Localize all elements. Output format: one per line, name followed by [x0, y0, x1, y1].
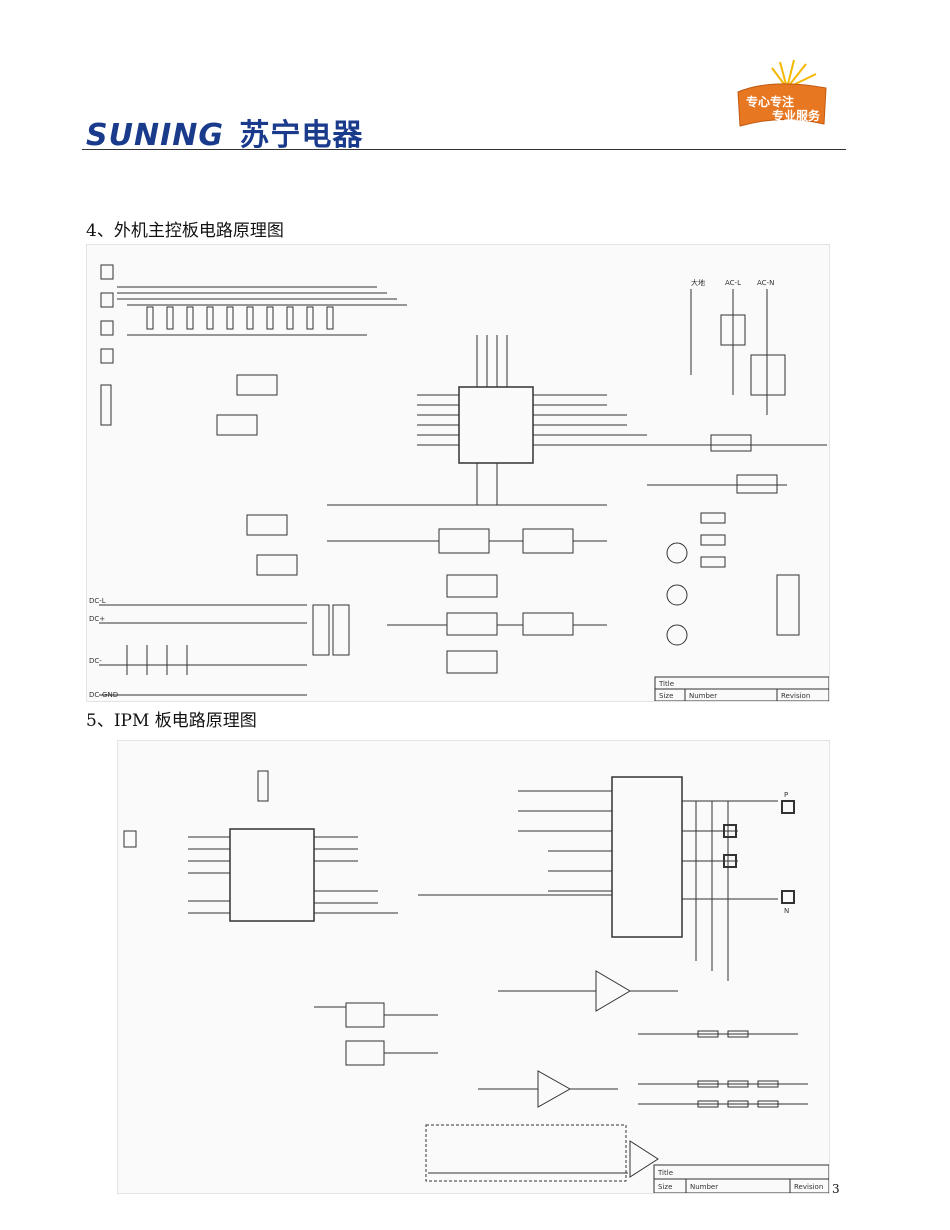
label-earth: 大地	[691, 278, 705, 287]
label-n-terminal: N	[784, 907, 789, 915]
title-block-title: Title	[658, 680, 674, 688]
label-dc-gnd: DC-GND	[89, 691, 118, 699]
ipm-title-block-number: Number	[690, 1183, 718, 1191]
logo-latin: SUNING	[86, 118, 224, 153]
label-dc-minus: DC-	[89, 657, 102, 665]
title-block-number: Number	[689, 692, 717, 700]
header-rule	[82, 149, 846, 150]
service-badge: 专心专注 专业服务	[737, 59, 827, 127]
label-ac-n: AC-N	[757, 279, 774, 287]
schematic-main-board: DC-L DC+ DC- DC-GND 大地 AC-L AC-N Title S…	[86, 244, 830, 702]
title-block-revision: Revision	[781, 692, 810, 700]
label-ac-l: AC-L	[725, 279, 741, 287]
title-block-size: Size	[659, 692, 673, 700]
page-number: 3	[832, 1182, 840, 1196]
section-title-ipm-board: 5、IPM 板电路原理图	[86, 711, 257, 731]
ipm-title-block-revision: Revision	[794, 1183, 823, 1191]
suning-logo: SUNING 苏宁电器	[86, 110, 363, 154]
schematic-ipm-board: P N Title Size Number Revision	[117, 740, 830, 1194]
logo-cn: 苏宁电器	[239, 118, 364, 153]
badge-line1: 专心专注	[746, 94, 794, 109]
badge-line2: 专业服务	[772, 108, 821, 123]
ipm-title-block-title: Title	[657, 1169, 673, 1177]
label-p-terminal: P	[784, 791, 788, 799]
label-dc-plus: DC+	[89, 615, 105, 623]
label-dc-l: DC-L	[89, 597, 106, 605]
ipm-title-block-size: Size	[658, 1183, 672, 1191]
section-title-main-board: 4、外机主控板电路原理图	[86, 221, 284, 241]
